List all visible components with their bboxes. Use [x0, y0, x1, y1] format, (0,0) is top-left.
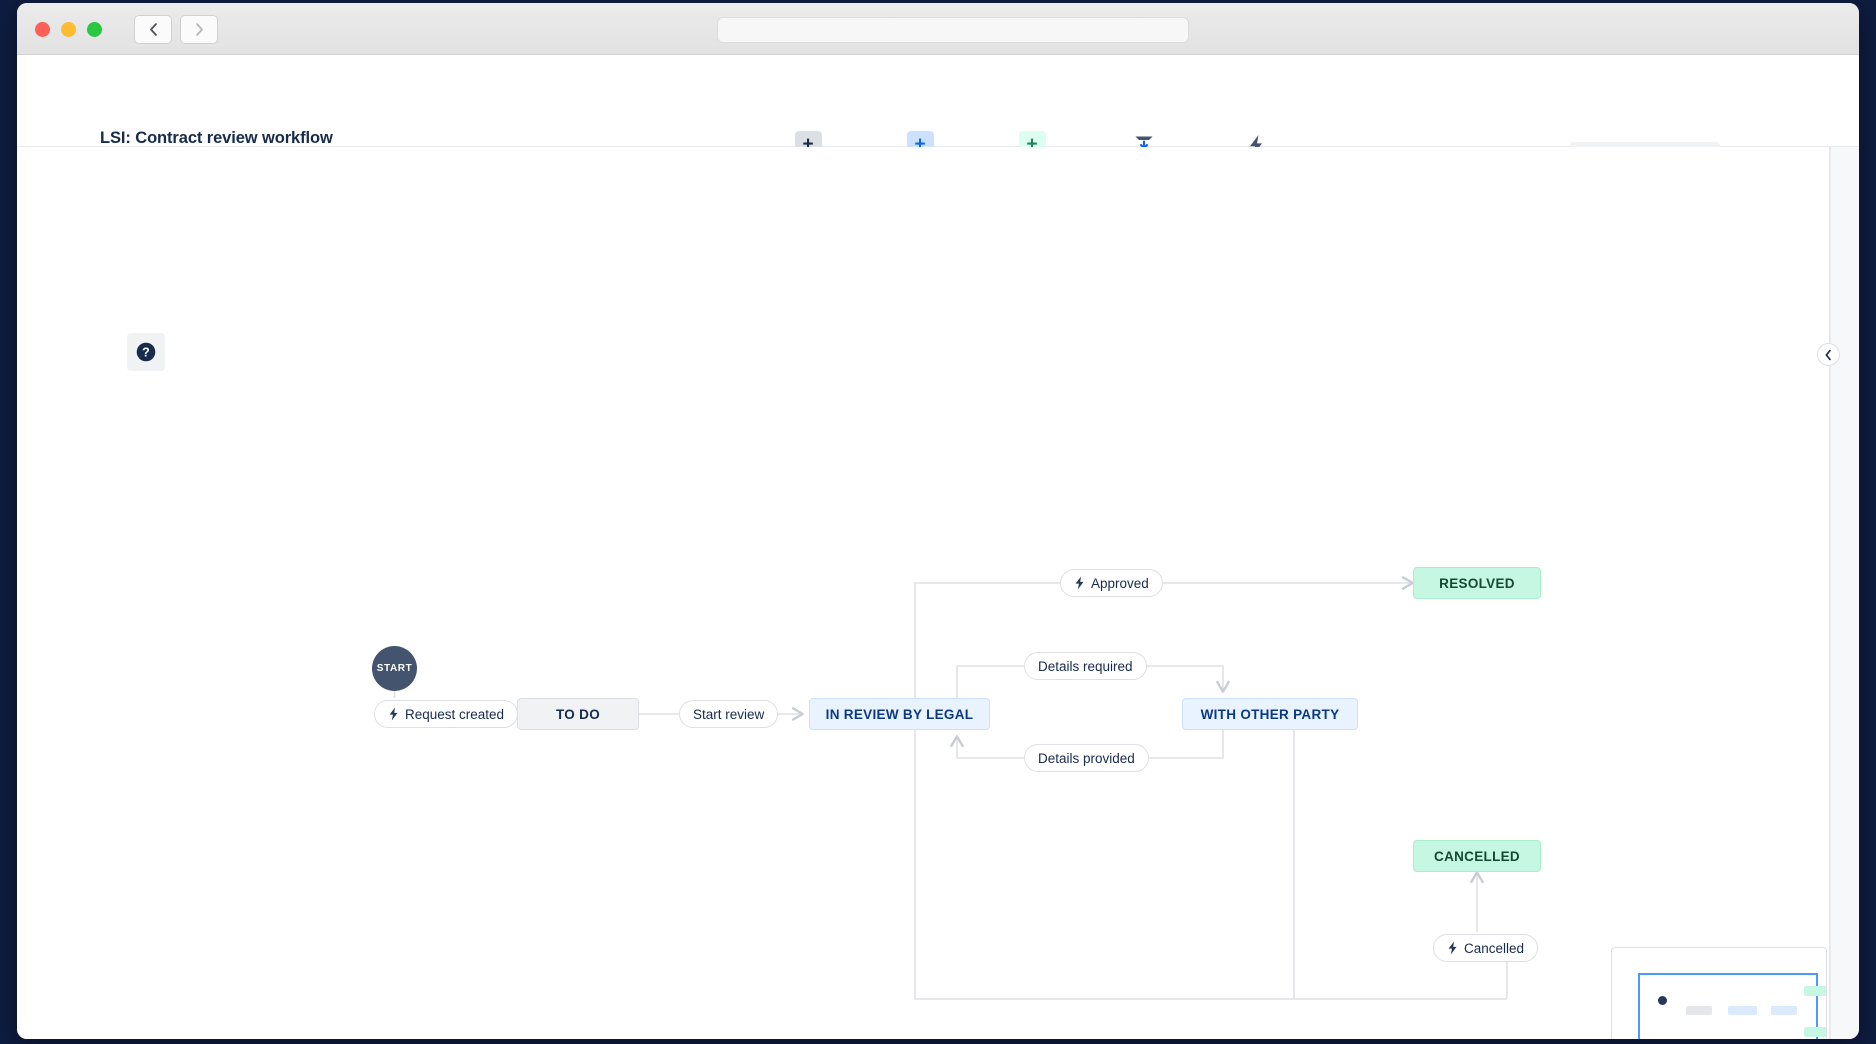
node-to-do[interactable]: TO DO — [517, 698, 639, 730]
workflow-editor-header: LSI: Contract review workflow Used in 1 … — [17, 55, 1859, 182]
transition-label: Cancelled — [1464, 940, 1525, 956]
minimap-party-box — [1771, 1006, 1797, 1015]
back-button[interactable] — [134, 15, 172, 44]
maximize-window-button[interactable] — [87, 22, 102, 37]
traffic-light-group — [35, 22, 102, 37]
transition-details-provided[interactable]: Details provided — [1024, 744, 1149, 772]
node-in-review-by-legal[interactable]: IN REVIEW BY LEGAL — [809, 698, 990, 730]
transition-label: Details required — [1038, 658, 1133, 674]
minimap-resolved-box — [1804, 986, 1826, 996]
rule-bolt-icon — [388, 707, 399, 721]
rule-bolt-icon — [1243, 131, 1270, 158]
svg-text:?: ? — [142, 346, 150, 360]
transition-label: Start review — [693, 706, 765, 722]
forward-button[interactable] — [180, 15, 218, 44]
browser-window: LSI: Contract review workflow Used in 1 … — [17, 3, 1859, 1039]
minimap-start-dot — [1658, 996, 1667, 1005]
transition-cancelled[interactable]: Cancelled — [1433, 934, 1539, 962]
transition-start-review[interactable]: Start review — [679, 700, 779, 728]
page-title: LSI: Contract review workflow — [100, 129, 333, 147]
workflow-minimap[interactable] — [1611, 947, 1827, 1039]
rule-bolt-icon — [1074, 576, 1085, 590]
minimap-review-box — [1728, 1006, 1757, 1015]
transition-request-created[interactable]: Request created — [374, 700, 519, 728]
workflow-canvas[interactable]: ? — [17, 147, 1859, 1039]
help-button[interactable]: ? — [127, 333, 165, 371]
rule-bolt-icon — [1447, 941, 1458, 955]
collapse-panel-button[interactable] — [1817, 343, 1840, 366]
chevron-left-icon — [1825, 349, 1831, 360]
close-window-button[interactable] — [35, 22, 50, 37]
transition-approved[interactable]: Approved — [1060, 569, 1163, 597]
browser-titlebar — [17, 3, 1859, 55]
node-with-other-party[interactable]: WITH OTHER PARTY — [1182, 698, 1358, 730]
node-resolved[interactable]: RESOLVED — [1413, 567, 1541, 599]
chevron-left-icon — [149, 23, 157, 36]
transition-label: Details provided — [1038, 750, 1135, 766]
right-rail-divider — [1829, 147, 1830, 1039]
address-bar[interactable] — [717, 17, 1189, 43]
transition-details-required[interactable]: Details required — [1024, 652, 1147, 680]
question-circle-icon: ? — [136, 342, 156, 362]
right-rail-strip — [1830, 147, 1859, 1039]
minimize-window-button[interactable] — [61, 22, 76, 37]
minimap-todo-box — [1686, 1006, 1712, 1015]
chevron-right-icon — [195, 23, 203, 36]
transition-label: Approved — [1091, 575, 1149, 591]
minimap-cancelled-box — [1804, 1027, 1826, 1037]
node-start[interactable]: START — [372, 646, 417, 691]
transition-label: Request created — [405, 706, 505, 722]
node-cancelled[interactable]: CANCELLED — [1413, 840, 1541, 872]
workflow-connectors — [393, 576, 1508, 1000]
minimap-viewport[interactable] — [1638, 973, 1818, 1039]
nav-button-group — [134, 15, 218, 44]
